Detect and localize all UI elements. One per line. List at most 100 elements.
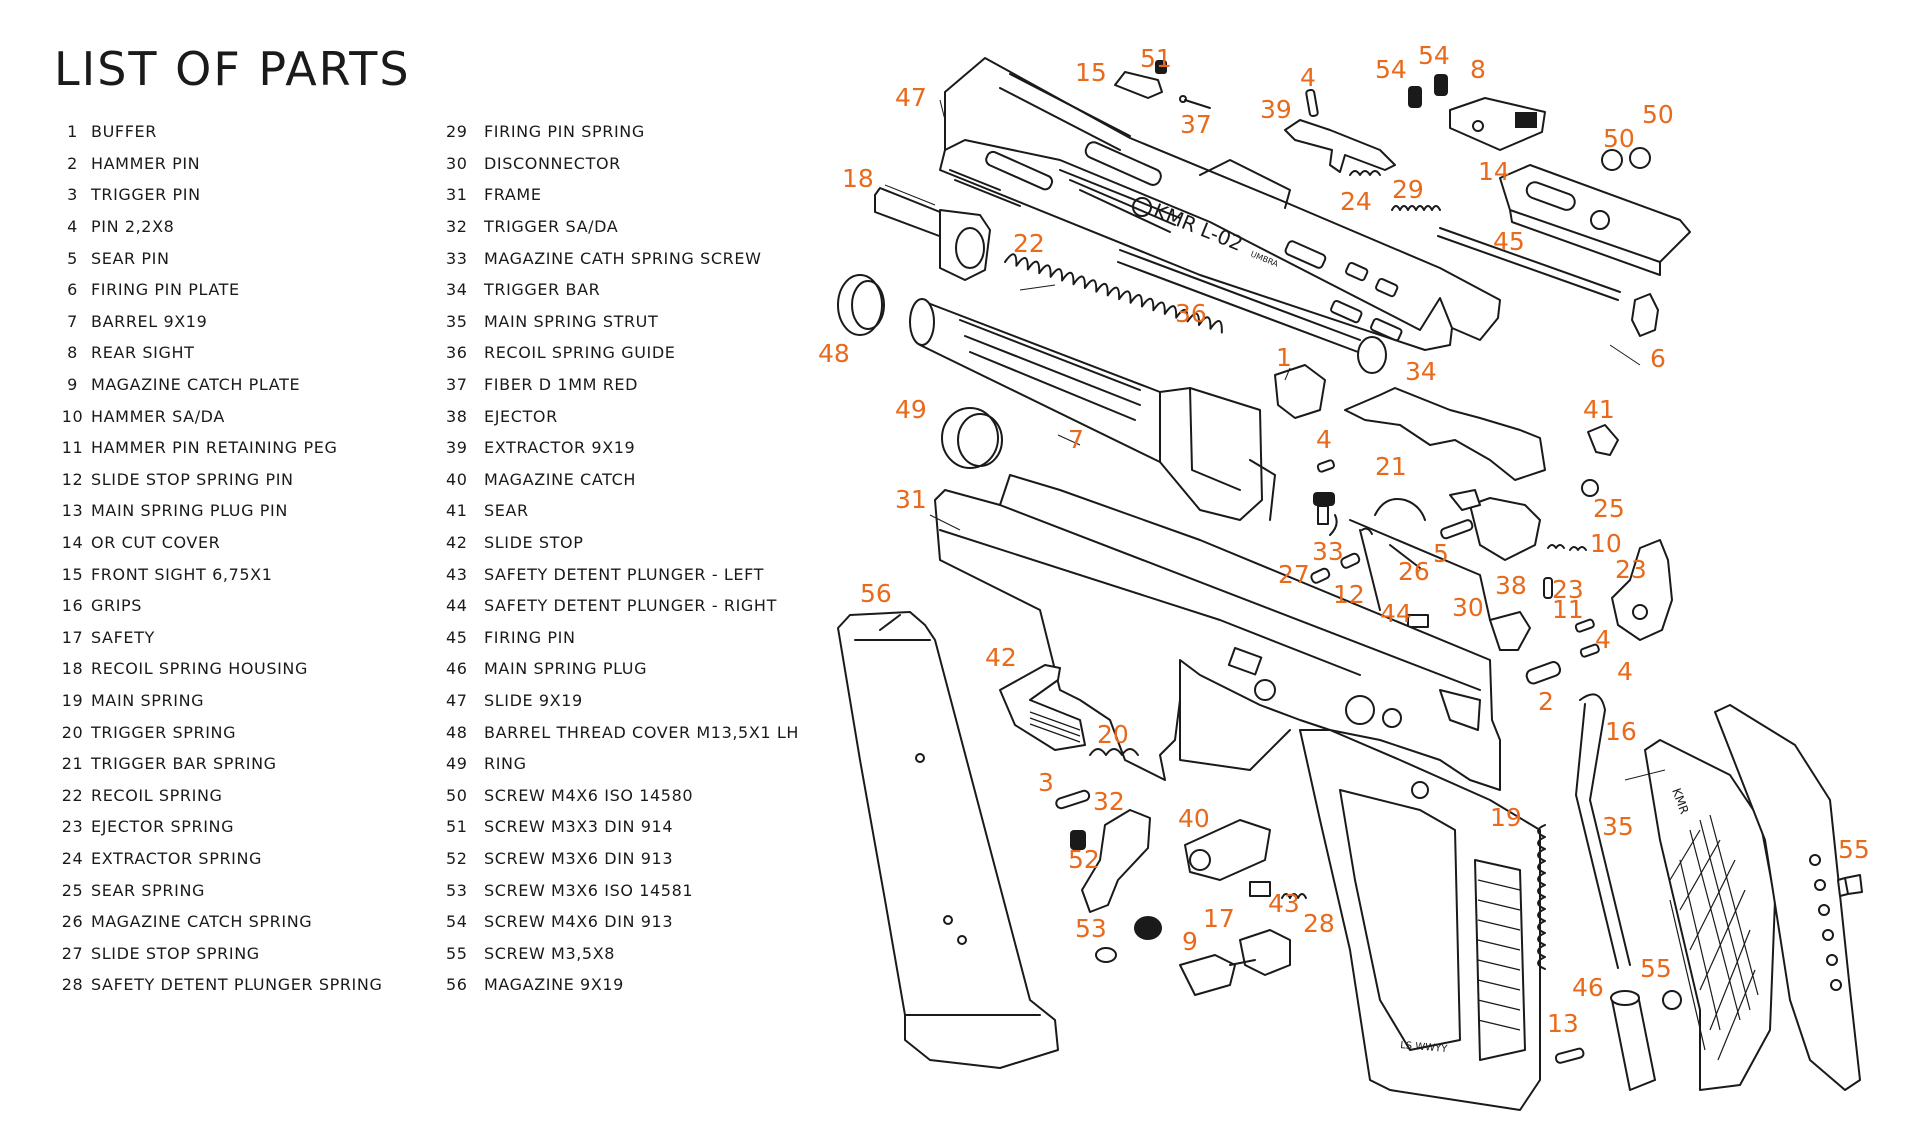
sear-spring-part	[1581, 479, 1599, 497]
part-name: RECOIL SPRING	[91, 785, 223, 805]
callout-22: 22	[1013, 229, 1045, 258]
callout-20: 20	[1097, 720, 1129, 749]
part-number: 25	[61, 880, 84, 900]
part-name: SAFETY DETENT PLUNGER - RIGHT	[484, 596, 777, 616]
part-number: 49	[446, 754, 468, 774]
screw-55a-part	[1837, 874, 1863, 897]
part-name: MAGAZINE 9x19	[484, 975, 624, 995]
detent-plunger-right-part	[1407, 614, 1429, 628]
slide-stop-part	[999, 664, 1086, 751]
part-number: 17	[61, 627, 84, 647]
part-number: 15	[61, 564, 84, 584]
frame-marking: LS WWYY	[1400, 1040, 1449, 1055]
detent-spring-part	[1281, 893, 1307, 899]
part-number: 19	[61, 690, 84, 710]
main-spring-plug-part	[1610, 990, 1656, 1091]
part-number: 14	[61, 533, 84, 553]
magazine-catch-part	[1184, 819, 1271, 881]
part-row: 6 FIRING PIN PLATE	[54, 274, 382, 306]
part-name: GRIPS	[91, 596, 143, 616]
callout-2: 2	[1538, 687, 1554, 716]
pin-4b-part	[1316, 459, 1335, 473]
callout-56: 56	[860, 579, 892, 608]
callout-42: 42	[985, 643, 1017, 672]
part-number: 30	[446, 153, 468, 173]
callout-27: 27	[1278, 560, 1310, 589]
part-number: 39	[446, 438, 468, 458]
part-name: SCREW M3x3 DIN 914	[484, 817, 674, 837]
slide-stop-spring-part	[1310, 567, 1331, 584]
callout-35: 35	[1602, 812, 1634, 841]
barrel-part	[909, 298, 1276, 521]
callout-23a: 23	[1552, 575, 1584, 604]
part-number: 23	[61, 817, 84, 837]
part-name: DISCONNECTOR	[484, 153, 621, 173]
part-number: 55	[446, 943, 468, 963]
callout-33: 33	[1312, 537, 1344, 566]
callout-40: 40	[1178, 804, 1210, 833]
part-name: RECOIL SPRING HOUSING	[91, 659, 308, 679]
part-name: OR CUT COVER	[91, 533, 221, 553]
callout-39: 39	[1260, 95, 1292, 124]
callout-4b: 4	[1316, 425, 1332, 454]
trigger-bar-part	[1344, 387, 1546, 481]
ejector-spring-part	[1547, 544, 1565, 549]
part-name: FIRING PIN PLATE	[91, 280, 240, 300]
callout-36: 36	[1175, 299, 1207, 328]
front-sight-part	[1114, 60, 1211, 109]
callout-38: 38	[1495, 571, 1527, 600]
part-name: RECOIL SPRING GUIDE	[484, 343, 676, 363]
recoil-spring-guide-part	[1117, 249, 1387, 374]
part-number: 43	[446, 564, 468, 584]
part-number: 28	[61, 975, 84, 995]
slide-stop-pin-part	[1340, 552, 1361, 569]
callout-47: 47	[895, 83, 927, 112]
part-name: TRIGGER BAR	[484, 280, 601, 300]
part-name: FIRING PIN	[484, 627, 576, 647]
callout-23b: 23	[1615, 555, 1647, 584]
part-name: SCREW M3,5x8	[484, 943, 616, 963]
firing-pin-plate-part	[1631, 293, 1659, 337]
part-number: 1	[67, 122, 78, 142]
part-number: 9	[67, 375, 78, 395]
part-number: 36	[446, 343, 468, 363]
part-name: MAIN SPRING	[91, 690, 205, 710]
detent-plunger-left-part	[1249, 881, 1271, 897]
part-name: REAR SIGHT	[91, 343, 195, 363]
hammer-part	[1611, 539, 1673, 641]
part-number: 54	[446, 912, 468, 932]
leader-lines	[884, 99, 1666, 781]
part-name: SEAR SPRING	[91, 880, 206, 900]
pin-4c-part	[1574, 618, 1595, 633]
part-number: 6	[67, 280, 78, 300]
part-number: 46	[446, 659, 468, 679]
callout-15: 15	[1075, 58, 1107, 87]
part-number: 31	[446, 185, 468, 205]
peg-part	[1543, 577, 1553, 599]
part-name: HAMMER PIN RETAINING PEG	[91, 438, 338, 458]
callout-12: 12	[1333, 580, 1365, 609]
callout-28: 28	[1303, 909, 1335, 938]
main-spring-part	[1537, 824, 1546, 970]
part-name: SEAR PIN	[91, 248, 170, 268]
